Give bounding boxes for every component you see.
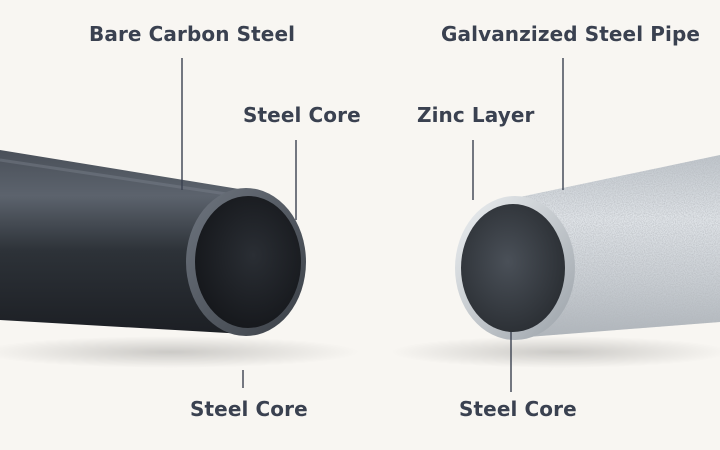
galvanized-steel-pipe bbox=[455, 155, 720, 340]
black-pipe-shadow bbox=[0, 336, 360, 368]
label-bare-carbon-steel: Bare Carbon Steel bbox=[89, 22, 296, 46]
label-steel-core-galvanized-bottom: Steel Core bbox=[459, 397, 577, 421]
label-steel-core-black-side: Steel Core bbox=[243, 103, 361, 127]
label-steel-core-black-bottom: Steel Core bbox=[190, 397, 308, 421]
label-galvanized-steel-pipe: Galvanzized Steel Pipe bbox=[441, 22, 701, 46]
label-zinc-layer: Zinc Layer bbox=[417, 103, 535, 127]
black-pipe-bore bbox=[195, 196, 301, 328]
black-carbon-steel-pipe bbox=[0, 150, 306, 336]
galvanized-pipe-bore bbox=[461, 204, 565, 332]
galvanized-pipe-shadow bbox=[390, 336, 720, 368]
